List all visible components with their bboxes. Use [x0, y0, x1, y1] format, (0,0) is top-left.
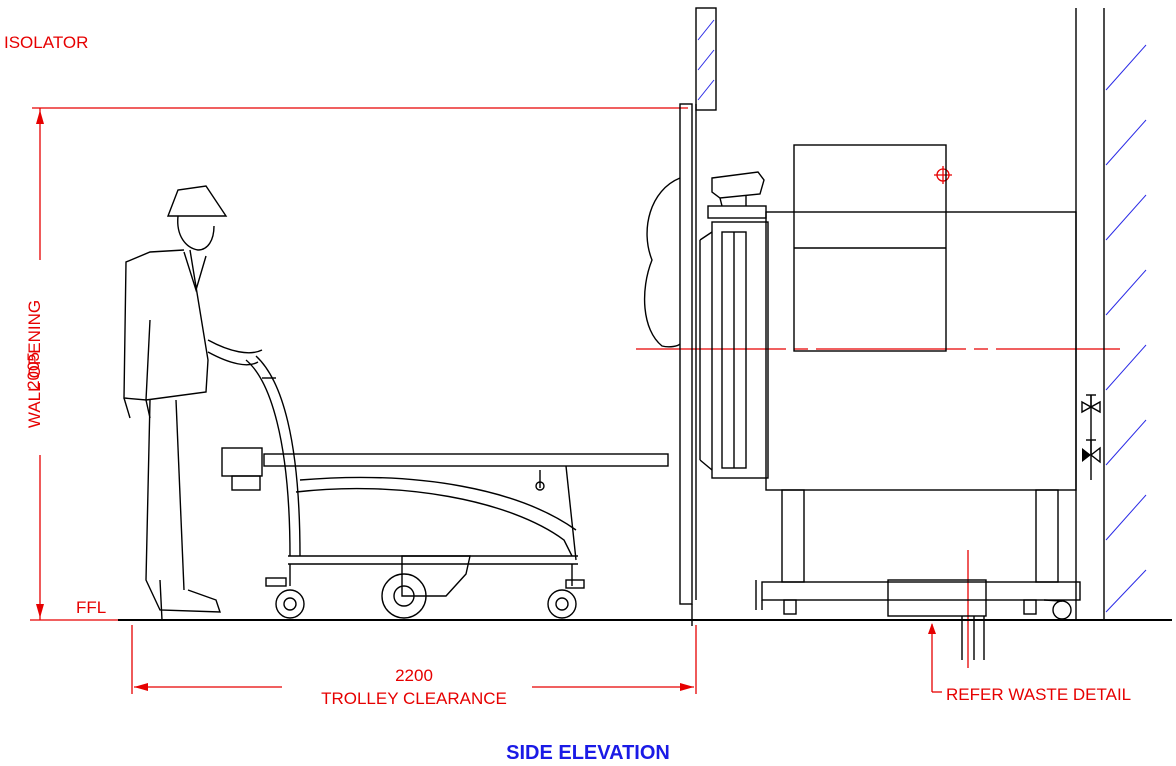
isolator-label: ISOLATOR — [4, 33, 88, 52]
trolley — [221, 355, 669, 619]
trolley-clearance-text: TROLLEY CLEARANCE — [321, 689, 507, 708]
partition-wall — [679, 7, 717, 626]
wall-opening-text: WALL OPENING — [25, 300, 44, 428]
drawing-title: SIDE ELEVATION — [506, 742, 670, 764]
waste-leader — [928, 550, 969, 693]
wall-opening-value: 2005 — [24, 352, 43, 390]
centre-line — [636, 166, 1120, 350]
wall-opening-dimension — [30, 107, 688, 621]
wall-opening-label: 2005 WALL OPENING — [24, 300, 44, 428]
waste-detail-note: REFER WASTE DETAIL — [946, 685, 1131, 704]
ffl-label: FFL — [76, 598, 106, 617]
rear-wall — [1075, 8, 1147, 620]
trolley-clearance-dimension — [131, 625, 697, 694]
operator-figure — [123, 185, 263, 621]
trolley-clearance-value: 2200 — [395, 666, 433, 685]
isolator-unit — [643, 144, 1101, 660]
